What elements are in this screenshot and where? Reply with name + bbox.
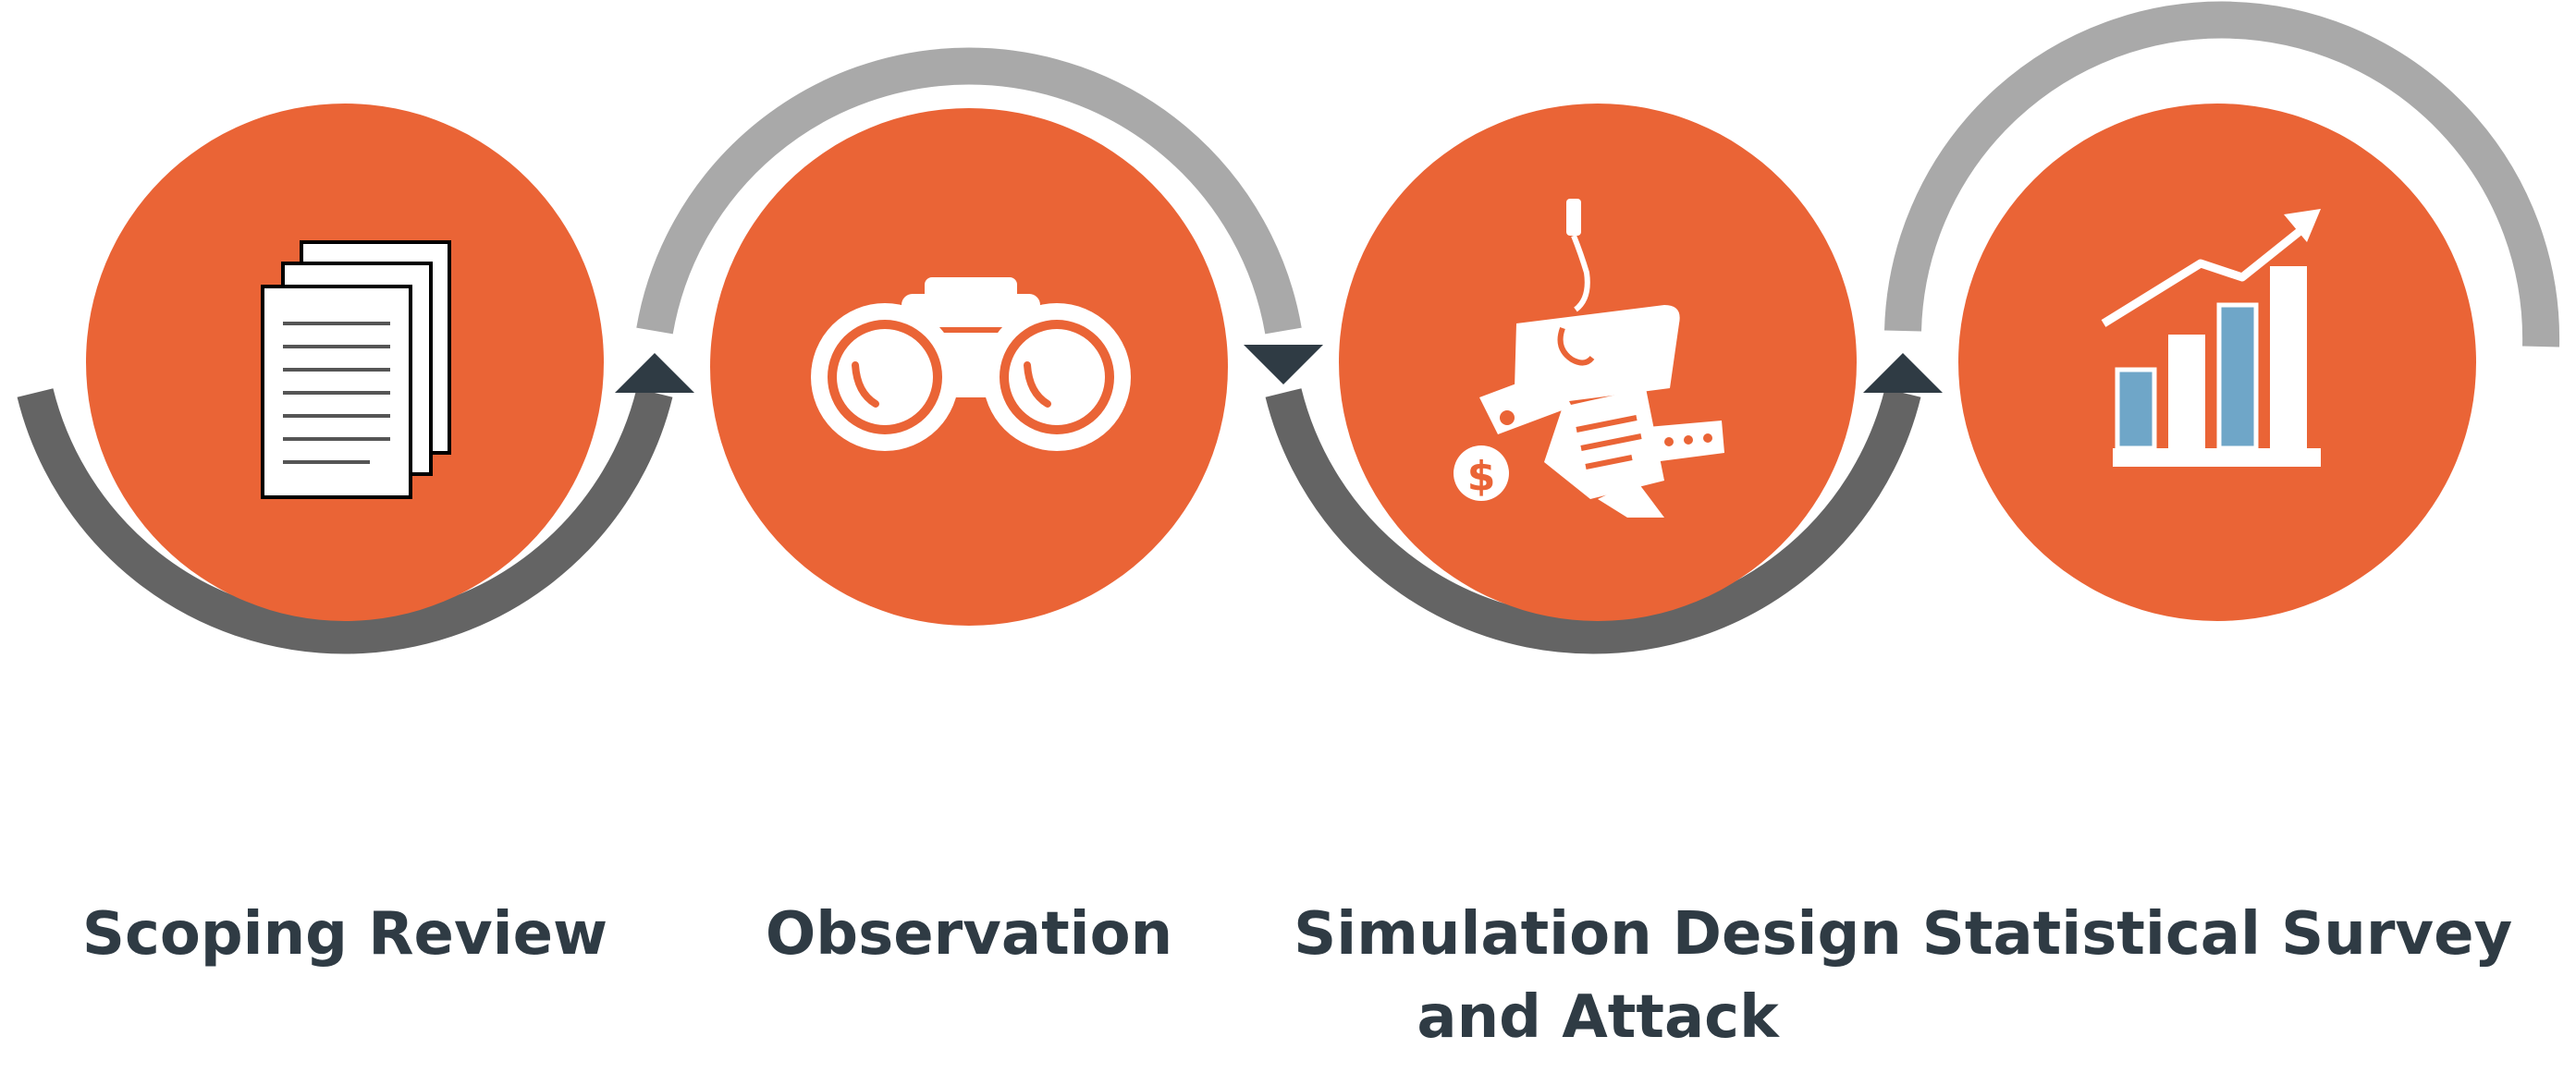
step-label-line: Statistical Survey (1921, 900, 2513, 969)
step-label-line: Simulation Design (1294, 900, 1902, 969)
arc-scoping-bottom (17, 388, 673, 654)
direction-arrows (615, 345, 1943, 393)
step-label-line: Scoping Review (81, 900, 608, 969)
arrow-up-icon (615, 353, 694, 393)
phishing-icon: $ (1454, 199, 1724, 518)
step-label-scoping-review: Scoping Review (67, 893, 622, 976)
arc-simulation-bottom (1265, 388, 1921, 654)
step-label-observation: Observation (692, 893, 1246, 976)
step-label-line: Observation (765, 900, 1173, 969)
arc-observation-top (636, 47, 1302, 335)
growth-chart-icon (2101, 209, 2321, 467)
step-label-line: and Attack (1417, 983, 1779, 1052)
documents-icon (261, 240, 451, 499)
arrow-down-icon (1244, 345, 1323, 384)
connector-arcs (17, 1, 2560, 654)
arc-survey-top (1884, 1, 2560, 348)
dollar-sign-icon: $ (1467, 453, 1496, 500)
step-label-simulation: Simulation Design and Attack (1293, 893, 1903, 1059)
binoculars-icon (811, 277, 1131, 451)
arrow-up-icon (1863, 353, 1943, 393)
step-label-statistical-survey: Statistical Survey (1903, 893, 2532, 976)
